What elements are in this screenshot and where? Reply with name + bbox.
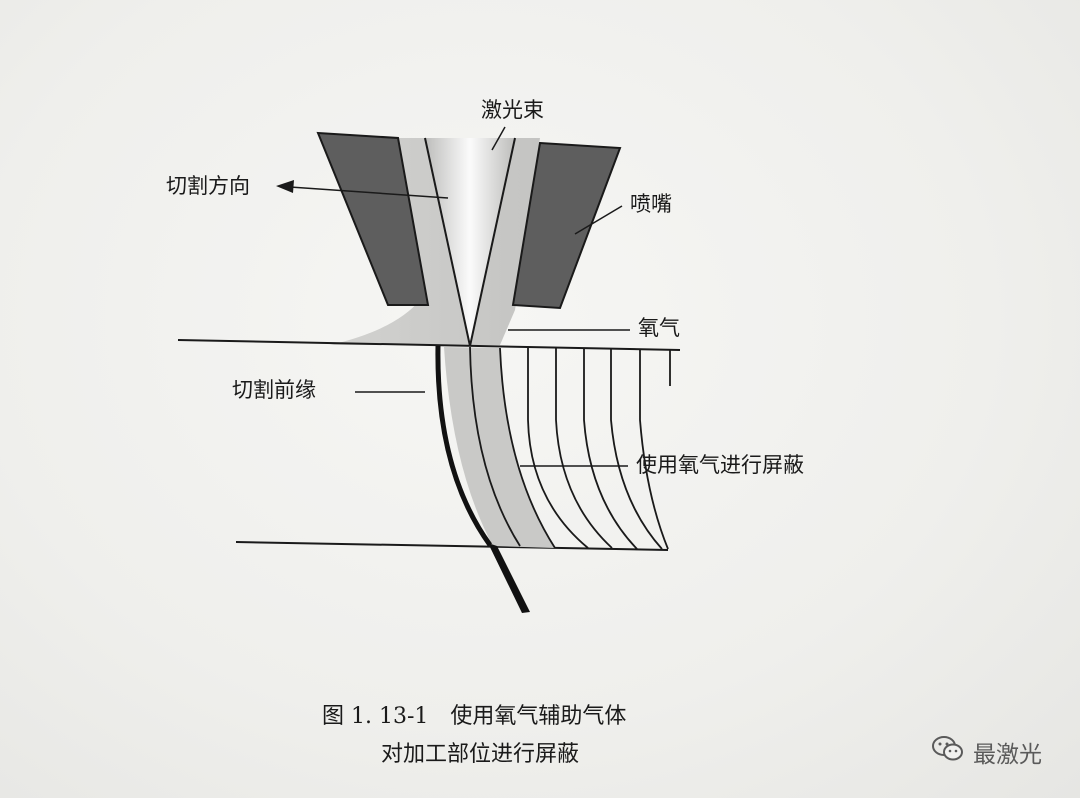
shield-line-1 xyxy=(527,348,589,549)
cutting-front-curve xyxy=(435,345,493,547)
watermark: 最激光 xyxy=(931,734,1042,770)
label-cutting-direction: 切割方向 xyxy=(166,174,250,198)
kerf-line-2 xyxy=(499,347,556,549)
cutting-direction-arrow-shaft xyxy=(289,186,449,199)
watermark-text: 最激光 xyxy=(973,742,1042,768)
kerf-line-1 xyxy=(469,346,521,547)
wechat-icon xyxy=(931,734,965,770)
label-oxygen-shielding: 使用氧气进行屏蔽 xyxy=(636,453,804,477)
laser-beam-cone xyxy=(425,138,515,346)
label-laser-beam: 激光束 xyxy=(481,98,544,122)
kerf-gas-zone xyxy=(444,347,555,548)
shield-line-4 xyxy=(610,349,663,550)
cutting-direction-arrowhead xyxy=(276,180,294,193)
nozzle-leader xyxy=(574,205,623,235)
label-nozzle: 喷嘴 xyxy=(630,192,672,216)
nozzle-right-wall xyxy=(511,141,622,310)
laser-beam-edge-left xyxy=(424,137,471,347)
laser-beam-leader xyxy=(491,126,506,151)
nozzle-left-wall xyxy=(316,131,430,306)
dross-tail xyxy=(488,543,530,613)
shield-line-3 xyxy=(583,349,638,550)
figure-caption-line1: 图 1. 13-1 使用氧气辅助气体 xyxy=(322,704,627,729)
label-cutting-front: 切割前缘 xyxy=(232,378,316,402)
laser-beam-edge-right xyxy=(469,137,516,347)
shield-line-2 xyxy=(555,348,613,549)
shield-line-5 xyxy=(639,350,669,550)
workpiece-top-surface xyxy=(177,339,681,351)
label-oxygen: 氧气 xyxy=(638,316,680,340)
workpiece-bottom-surface xyxy=(235,541,669,551)
figure-caption-line2: 对加工部位进行屏蔽 xyxy=(381,742,580,767)
